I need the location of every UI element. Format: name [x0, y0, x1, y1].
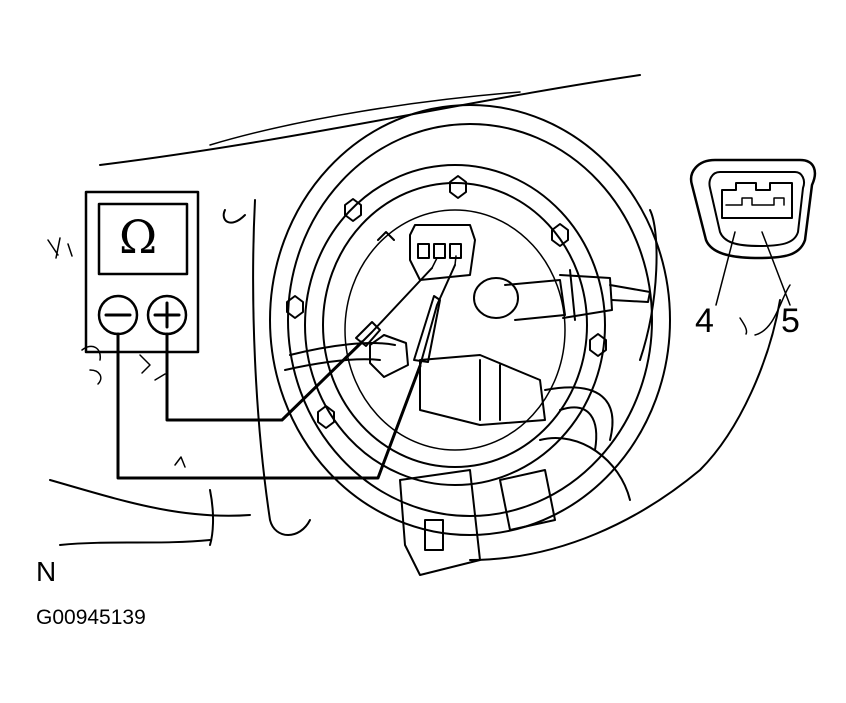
body-shell [49, 74, 781, 561]
figure-code: G00945139 [36, 606, 146, 629]
pump-connector [377, 224, 476, 281]
left-details [47, 237, 186, 468]
test-leads [116, 255, 457, 480]
connector-inset [689, 158, 817, 336]
wire-harness [284, 334, 631, 576]
ohmmeter [84, 190, 200, 354]
pump-flange [269, 104, 671, 536]
pin-label-4: 4 [695, 302, 714, 340]
pin-label-5: 5 [781, 302, 800, 340]
plus-symbol [153, 301, 181, 329]
flange-bolts [286, 175, 607, 429]
ohm-symbol: Ω [119, 210, 158, 264]
view-letter: N [36, 556, 57, 587]
fuel-outlet [473, 269, 651, 321]
